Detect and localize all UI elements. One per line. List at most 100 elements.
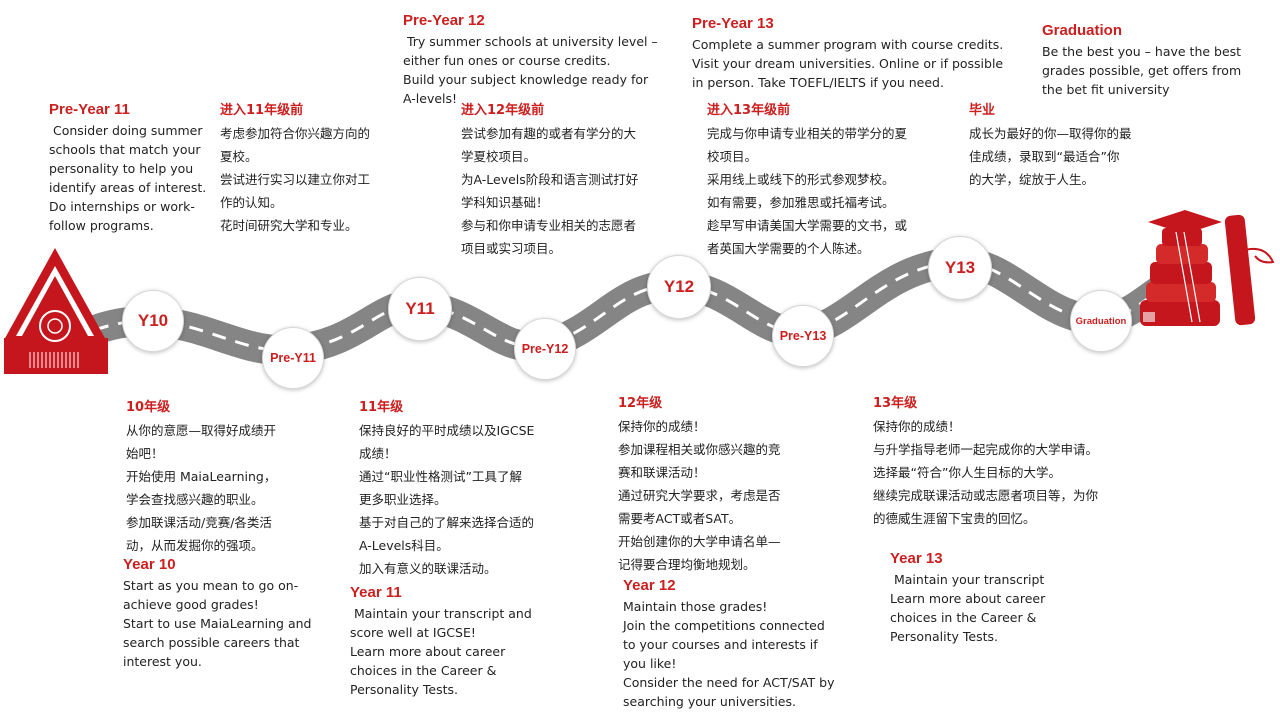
- graduation-en-line: the bet fit university: [1042, 82, 1170, 97]
- graduation-title: Graduation: [1042, 22, 1123, 39]
- year-13-en-line: Personality Tests.: [890, 629, 998, 644]
- year-12-cn-line: 需要考ACT或者SAT。: [618, 511, 742, 526]
- milestone-pre-y12: Pre-Y12: [514, 318, 576, 380]
- pre-year-11-cn: 进入11年级前 考虑参加符合你兴趣方向的 夏校。 尝试进行实习以建立你对工 作的…: [220, 101, 400, 237]
- year-11-cn-line: 更多职业选择。: [359, 492, 447, 507]
- year-12-cn-line: 记得要合理均衡地规划。: [618, 557, 756, 572]
- pre-year-11-cn-line: 尝试进行实习以建立你对工: [220, 172, 371, 187]
- year-12-cn-line: 赛和联课活动！: [618, 465, 706, 480]
- pre-year-12-cn-line: 尝试参加有趣的或者有学分的大: [461, 126, 637, 141]
- year-12-en: Year 12 Maintain those grades! Join the …: [623, 577, 863, 711]
- milestone-pre-y11: Pre-Y11: [262, 327, 324, 389]
- year-11-cn-line: 保持良好的平时成绩以及IGCSE: [359, 423, 535, 438]
- year-10-en-line: Start as you mean to go on-: [123, 578, 299, 593]
- year-12-en-line: you like!: [623, 656, 677, 671]
- milestone-y12: Y12: [647, 255, 711, 319]
- milestone-pre-y13: Pre-Y13: [772, 305, 834, 367]
- graduation-en: Graduation Be the best you – have the be…: [1042, 22, 1272, 99]
- graduation-en-line: grades possible, get offers from: [1042, 63, 1242, 78]
- pre-year-13-en-line: in person. Take TOEFL/IELTS if you need.: [692, 75, 944, 90]
- year-13-title: Year 13: [890, 550, 943, 567]
- year-11-en-line: Learn more about career: [350, 644, 506, 659]
- pre-year-12-en-line: Try summer schools at university level –: [403, 34, 658, 49]
- pre-year-13-title: Pre-Year 13: [692, 15, 774, 32]
- year-10-cn-line: 从你的意愿—取得好成绩开: [126, 423, 277, 438]
- year-10-cn-title: 10年级: [126, 400, 171, 415]
- year-11-en-line: Personality Tests.: [350, 682, 458, 697]
- pre-year-11-en-line: follow programs.: [49, 218, 154, 233]
- year-10-en-line: achieve good grades!: [123, 597, 259, 612]
- year-12-cn-title: 12年级: [618, 396, 663, 411]
- year-10-en-line: search possible careers that: [123, 635, 300, 650]
- year-13-cn-line: 继续完成联课活动或志愿者项目等，为你: [873, 488, 1099, 503]
- graduation-cn: 毕业 成长为最好的你—取得你的最 佳成绩，录取到“最适合”你 的大学，绽放于人生…: [969, 101, 1169, 191]
- year-13-cn-line: 保持你的成绩！: [873, 419, 961, 434]
- year-10-title: Year 10: [123, 556, 176, 573]
- milestone-graduation: Graduation: [1070, 290, 1132, 352]
- graduation-cn-line: 佳成绩，录取到“最适合”你: [969, 149, 1120, 164]
- year-12-block: 12年级 保持你的成绩！ 参加课程相关或你感兴趣的竞 赛和联课活动！ 通过研究大…: [618, 394, 838, 576]
- year-10-en-line: interest you.: [123, 654, 202, 669]
- graduation-cn-title: 毕业: [969, 103, 996, 118]
- year-12-en-line: Join the competitions connected: [623, 618, 825, 633]
- pre-year-12-en-line: A-levels!: [403, 91, 458, 106]
- year-11-cn-line: 通过“职业性格测试”工具了解: [359, 469, 522, 484]
- pre-year-13-cn: 进入13年级前 完成与你申请专业相关的带学分的夏 校项目。 采用线上或线下的形式…: [707, 101, 947, 260]
- pre-year-11-en-line: schools that match your: [49, 142, 201, 157]
- pre-year-13-cn-line: 趁早写申请美国大学需要的文书，或: [707, 218, 908, 233]
- pre-year-12-cn-line: 学科知识基础！: [461, 195, 549, 210]
- year-13-en-line: choices in the Career &: [890, 610, 1037, 625]
- year-13-cn-line: 与升学指导老师一起完成你的大学申请。: [873, 442, 1099, 457]
- year-13-en-line: Maintain your transcript: [890, 572, 1045, 587]
- pre-year-11-en-line: Consider doing summer: [49, 123, 203, 138]
- pre-year-12-en-line: either fun ones or course credits.: [403, 53, 611, 68]
- pre-year-12-cn-title: 进入12年级前: [461, 103, 545, 118]
- pre-year-13-cn-line: 者英国大学需要的个人陈述。: [707, 241, 870, 256]
- milestone-y13: Y13: [928, 236, 992, 300]
- pre-year-12-title: Pre-Year 12: [403, 12, 485, 29]
- year-11-title: Year 11: [350, 584, 402, 601]
- year-11-cn-line: 加入有意义的联课活动。: [359, 561, 497, 576]
- pre-year-13-en-line: Complete a summer program with course cr…: [692, 37, 1004, 52]
- year-10-block: 10年级 从你的意愿—取得好成绩开 始吧！ 开始使用 MaiaLearning，…: [126, 398, 336, 557]
- pre-year-13-cn-line: 如有需要，参加雅思或托福考试。: [707, 195, 895, 210]
- graduation-en-line: Be the best you – have the best: [1042, 44, 1242, 59]
- year-10-cn-line: 动，从而发掘你的强项。: [126, 538, 264, 553]
- graduation-cn-line: 成长为最好的你—取得你的最: [969, 126, 1132, 141]
- pre-year-11-en-line: identify areas of interest.: [49, 180, 207, 195]
- milestone-y11: Y11: [388, 277, 452, 341]
- year-12-title: Year 12: [623, 577, 676, 594]
- pre-year-11-en-line: Do internships or work-: [49, 199, 195, 214]
- pre-year-13-en-line: Visit your dream universities. Online or…: [692, 56, 1004, 71]
- year-13-en: Year 13 Maintain your transcript Learn m…: [890, 550, 1110, 646]
- pre-year-13-cn-line: 采用线上或线下的形式参观梦校。: [707, 172, 895, 187]
- pre-year-12-cn-line: 参与和你申请专业相关的志愿者: [461, 218, 637, 233]
- pre-year-13-cn-line: 完成与你申请专业相关的带学分的夏: [707, 126, 908, 141]
- year-12-cn-line: 开始创建你的大学申请名单—: [618, 534, 781, 549]
- year-11-en-line: score well at IGCSE!: [350, 625, 476, 640]
- pre-year-12-cn-line: 为A-Levels阶段和语言测试打好: [461, 172, 639, 187]
- pre-year-12-cn-line: 学夏校项目。: [461, 149, 537, 164]
- year-12-en-line: searching your universities.: [623, 694, 796, 709]
- school-building-icon: [4, 248, 108, 374]
- year-13-cn-line: 的德威生涯留下宝贵的回忆。: [873, 511, 1036, 526]
- year-12-en-line: Consider the need for ACT/SAT by: [623, 675, 835, 690]
- year-12-cn-line: 保持你的成绩！: [618, 419, 706, 434]
- year-11-cn-line: 成绩！: [359, 446, 397, 461]
- year-13-block: 13年级 保持你的成绩！ 与升学指导老师一起完成你的大学申请。 选择最“符合”你…: [873, 394, 1163, 530]
- pre-year-12-cn: 进入12年级前 尝试参加有趣的或者有学分的大 学夏校项目。 为A-Levels阶…: [461, 101, 671, 260]
- pre-year-11-cn-line: 考虑参加符合你兴趣方向的: [220, 126, 371, 141]
- pre-year-11-cn-title: 进入11年级前: [220, 103, 304, 118]
- year-11-block: 11年级 保持良好的平时成绩以及IGCSE 成绩！ 通过“职业性格测试”工具了解…: [359, 398, 579, 580]
- year-10-en-line: Start to use MaiaLearning and: [123, 616, 312, 631]
- year-12-cn-line: 通过研究大学要求，考虑是否: [618, 488, 781, 503]
- year-11-en-line: Maintain your transcript and: [350, 606, 532, 621]
- pre-year-11-title: Pre-Year 11: [49, 101, 130, 118]
- pre-year-11-en: Pre-Year 11 Consider doing summer school…: [49, 101, 229, 235]
- year-11-en-line: choices in the Career &: [350, 663, 497, 678]
- year-13-en-line: Learn more about career: [890, 591, 1046, 606]
- year-10-cn-line: 始吧！: [126, 446, 164, 461]
- year-13-cn-title: 13年级: [873, 396, 918, 411]
- year-11-cn-line: 基于对自己的了解来选择合适的: [359, 515, 535, 530]
- pre-year-11-cn-line: 夏校。: [220, 149, 258, 164]
